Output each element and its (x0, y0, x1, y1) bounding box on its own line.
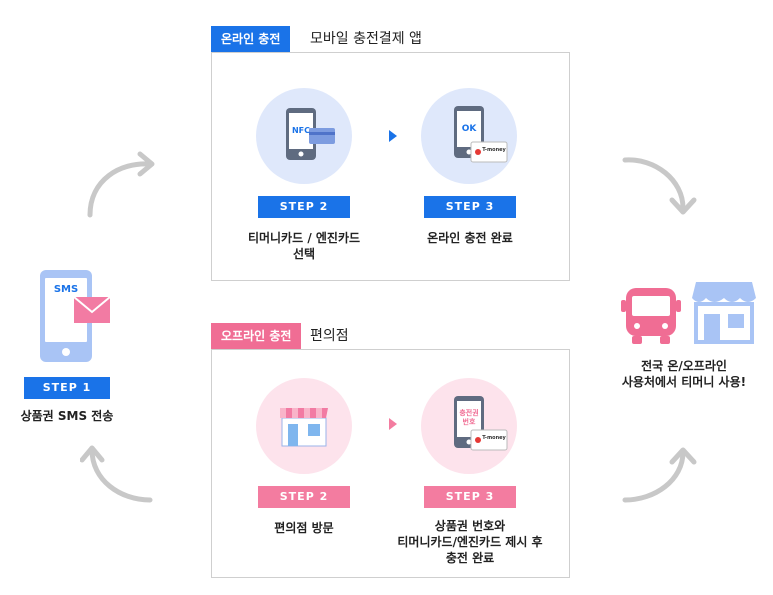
offline-tmoney-card-text: T-money (482, 435, 506, 441)
online-step3-badge: STEP 3 (424, 196, 516, 218)
step1-caption: 상품권 SMS 전송 (20, 409, 114, 423)
offline-section-title: 편의점 (310, 328, 349, 344)
result-caption-line2: 사용처에서 티머니 사용! (621, 375, 747, 389)
offline-step3-caption-line1: 상품권 번호와 (434, 519, 506, 533)
online-step2-caption-line2: 선택 (292, 247, 316, 261)
coupon-phone-icon (454, 396, 508, 451)
offline-panel (211, 349, 570, 578)
store-icon (692, 282, 756, 344)
online-step2-badge: STEP 2 (258, 196, 350, 218)
coupon-phone-text-line1: 충전권 (459, 409, 479, 417)
ok-phone-text: OK (461, 124, 477, 134)
offline-step3-caption-line3: 충전 완료 (445, 551, 495, 565)
online-step3-caption: 온라인 충전 완료 (427, 231, 513, 245)
arrow-offline-to-step1-icon (80, 445, 153, 503)
online-charge-tag: 온라인 충전 (211, 26, 291, 52)
offline-step2-caption: 편의점 방문 (274, 521, 334, 535)
offline-charge-tag: 오프라인 충전 (211, 323, 302, 349)
ok-phone-icon (454, 106, 508, 163)
arrow-step1-to-online-icon (87, 151, 155, 218)
online-tmoney-card-text: T-money (482, 147, 506, 153)
sms-phone-text: SMS (53, 284, 79, 295)
online-step2-caption-line1: 티머니카드 / 엔진카드 (247, 231, 361, 245)
offline-step3-badge: STEP 3 (424, 486, 516, 508)
arrow-offline-to-result-icon (622, 447, 697, 503)
coupon-phone-text-line2: 번호 (462, 418, 476, 426)
bus-icon (621, 288, 681, 344)
arrow-online-to-result-icon (622, 157, 697, 215)
result-caption-line1: 전국 온/오프라인 (641, 359, 727, 373)
convenience-store-icon (280, 408, 328, 447)
offline-next-arrow-icon (389, 418, 397, 430)
online-next-arrow-icon (389, 130, 397, 142)
nfc-phone-text: NFC (291, 126, 311, 135)
online-section-title: 모바일 충전결제 앱 (310, 31, 422, 47)
offline-step2-badge: STEP 2 (258, 486, 350, 508)
step1-badge: STEP 1 (24, 377, 110, 399)
step1-phone-illustration: SMS (38, 268, 118, 368)
sms-phone-icon (40, 270, 111, 362)
offline-step3-caption-line2: 티머니카드/엔진카드 제시 후 (397, 535, 543, 549)
nfc-phone-icon (286, 108, 335, 160)
